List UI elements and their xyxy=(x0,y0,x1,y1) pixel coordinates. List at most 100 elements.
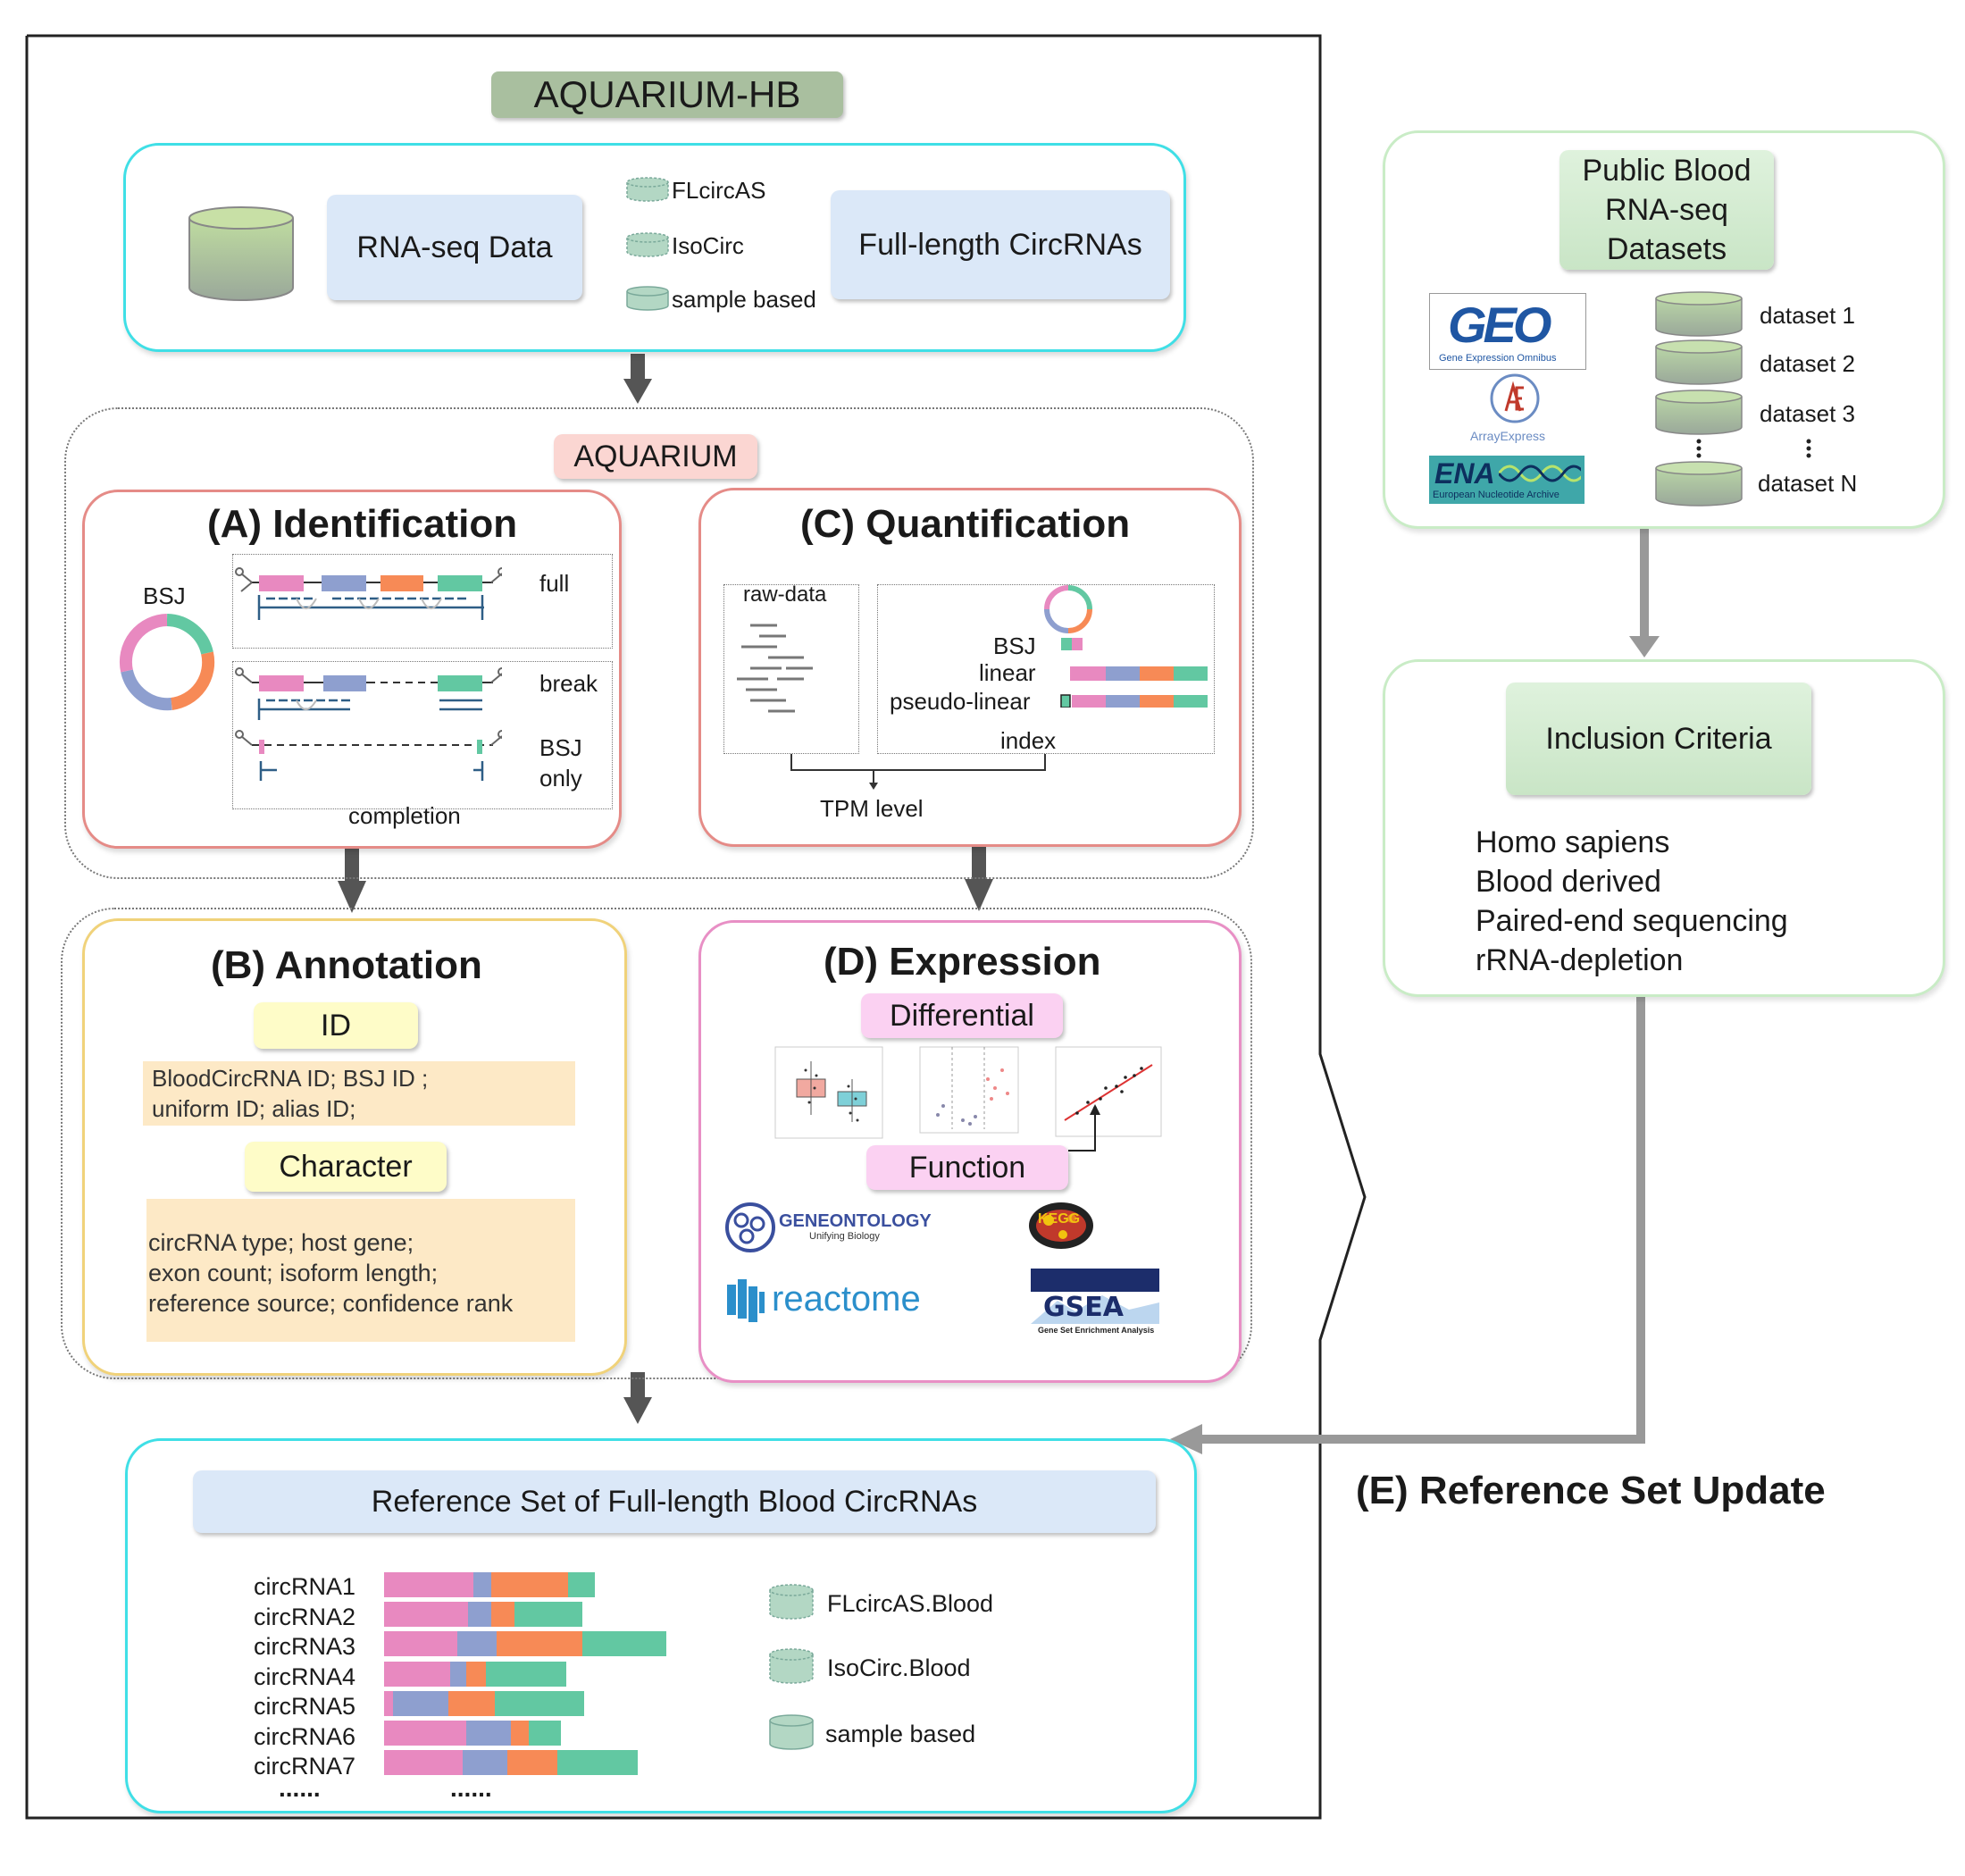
dataset-cylinders-icon xyxy=(1655,291,1743,507)
dataset-ellipsis-icon xyxy=(1806,439,1811,458)
legend-isocirc: IsoCirc xyxy=(672,232,744,259)
public-datasets-title: Public Blood RNA-seq Datasets xyxy=(1559,150,1774,270)
ena-logo-subtitle: European Nucleotide Archive xyxy=(1433,490,1559,500)
criterion-blood-derived: Blood derived xyxy=(1476,865,1661,899)
character-label: Character xyxy=(245,1142,447,1192)
aquarium-label: AQUARIUM xyxy=(554,434,757,479)
ena-logo-text: ENA xyxy=(1434,457,1495,490)
database-icon xyxy=(188,206,294,301)
char-text-1: circRNA type; host gene; xyxy=(148,1229,414,1256)
legend-sample-based: sample based xyxy=(672,286,816,313)
raw-reads-icon xyxy=(737,624,813,713)
public-title-line-3: Datasets xyxy=(1606,232,1727,266)
function-label: Function xyxy=(866,1145,1068,1190)
break-panel xyxy=(232,661,613,809)
differential-plots-icon xyxy=(774,1046,1162,1152)
circrna-name-6: circRNA6 xyxy=(254,1722,356,1750)
bsj-only-label-1: BSJ xyxy=(539,734,582,761)
dataset-2-label: dataset 2 xyxy=(1760,350,1855,377)
circrna-isoform-bars xyxy=(384,1572,666,1775)
circrna-name-4: circRNA4 xyxy=(254,1662,356,1690)
geo-logo-subtitle: Gene Expression Omnibus xyxy=(1439,353,1557,364)
tpm-label: TPM level xyxy=(820,795,924,822)
geneontology-logo-subtitle: Unifying Biology xyxy=(809,1231,880,1242)
criterion-homo-sapiens: Homo sapiens xyxy=(1476,825,1670,859)
reference-set-title: Reference Set of Full-length Blood CircR… xyxy=(193,1470,1156,1533)
arrayexpress-logo-text: ArrayExpress xyxy=(1470,429,1546,443)
circrna-name-2: circRNA2 xyxy=(254,1603,356,1630)
full-length-circrnas-label: Full-length CircRNAs xyxy=(831,190,1170,299)
circrna-ring-icon xyxy=(119,614,215,711)
char-text-3: reference source; confidence rank xyxy=(148,1290,514,1317)
bsj-only-label-2: only xyxy=(539,765,582,791)
id-detail-box xyxy=(143,1061,575,1126)
kegg-logo-icon xyxy=(1029,1202,1093,1249)
input-legend-icons xyxy=(626,177,669,311)
dataset-n-label: dataset N xyxy=(1758,470,1858,497)
aquarium-region xyxy=(64,407,1254,879)
ref-legend-sample-based: sample based xyxy=(825,1721,976,1747)
quant-linear-label: linear xyxy=(979,659,1036,686)
criterion-paired-end: Paired-end sequencing xyxy=(1476,904,1788,938)
identification-title: (A) Identification xyxy=(207,502,518,546)
dataset-3-label: dataset 3 xyxy=(1760,400,1855,427)
circrna-name-ellipsis: ...... xyxy=(279,1774,321,1802)
inclusion-criteria-title: Inclusion Criteria xyxy=(1506,683,1811,795)
annotation-title: (B) Annotation xyxy=(211,943,482,987)
full-label: full xyxy=(539,570,570,597)
raw-data-label: raw-data xyxy=(743,582,827,607)
geneontology-logo-text: GENEONTOLOGY xyxy=(779,1211,932,1231)
full-panel xyxy=(232,554,613,649)
ref-legend-flcircas-blood: FLcircAS.Blood xyxy=(827,1590,994,1617)
quant-bsj-label: BSJ xyxy=(993,632,1036,659)
circrna-small-ring-icon xyxy=(1044,585,1092,633)
quant-index-label: index xyxy=(1000,727,1057,754)
rna-seq-data-label: RNA-seq Data xyxy=(327,195,582,300)
ena-logo: ENA European Nucleotide Archive xyxy=(1429,456,1585,504)
completion-label: completion xyxy=(348,802,461,829)
circrna-name-list: circRNA1 circRNA2 circRNA3 circRNA4 circ… xyxy=(254,1572,355,1782)
quant-index-bars xyxy=(1060,638,1208,708)
reference-set-update-label: (E) Reference Set Update xyxy=(1356,1469,1826,1512)
public-title-line-1: Public Blood xyxy=(1582,154,1752,188)
raw-data-panel xyxy=(723,584,859,754)
kegg-logo-text: KEGG xyxy=(1038,1211,1081,1227)
main-title: AQUARIUM-HB xyxy=(491,71,843,118)
criterion-rrna-depletion: rRNA-depletion xyxy=(1476,943,1684,977)
differential-label: Differential xyxy=(861,993,1063,1038)
expression-title: (D) Expression xyxy=(824,940,1101,984)
circrna-name-1: circRNA1 xyxy=(254,1573,356,1600)
reactome-logo-icon xyxy=(727,1279,765,1322)
legend-flcircas: FLcircAS xyxy=(672,177,766,204)
gsea-logo-text: GSEA xyxy=(1043,1292,1124,1323)
quantification-title: (C) Quantification xyxy=(800,502,1131,546)
character-detail-box xyxy=(146,1199,575,1342)
quant-merge-connector xyxy=(790,754,1046,790)
circrna-name-7: circRNA7 xyxy=(254,1753,356,1780)
dataset-1-label: dataset 1 xyxy=(1760,302,1855,329)
identification-box xyxy=(82,490,622,849)
break-label: break xyxy=(539,670,598,697)
reactome-logo-text: reactome xyxy=(772,1279,921,1319)
ref-legend-isocirc-blood: IsoCirc.Blood xyxy=(827,1654,971,1681)
downstream-region xyxy=(61,908,1252,1379)
char-text-2: exon count; isoform length; xyxy=(148,1260,439,1286)
id-text-2: uniform ID; alias ID; xyxy=(152,1095,356,1122)
gsea-logo: GSEA Gene Set Enrichment Analysis xyxy=(1031,1269,1159,1338)
quant-pseudo-linear-label: pseudo-linear xyxy=(890,688,1031,715)
public-title-line-2: RNA-seq xyxy=(1605,193,1728,227)
geo-logo-text: GEO xyxy=(1448,297,1551,353)
geo-logo: GEO Gene Expression Omnibus xyxy=(1429,293,1586,370)
reference-legend-icons xyxy=(769,1584,814,1750)
arrayexpress-logo: ArrayExpress xyxy=(1470,372,1559,450)
id-text-1: BloodCircRNA ID; BSJ ID ; xyxy=(152,1065,429,1092)
bsj-label: BSJ xyxy=(143,582,186,609)
circrna-name-5: circRNA5 xyxy=(254,1693,356,1720)
circrna-name-3: circRNA3 xyxy=(254,1633,356,1660)
circrna-bar-ellipsis: ...... xyxy=(450,1774,492,1802)
identification-structure-diagrams xyxy=(235,567,502,781)
gsea-logo-subtitle: Gene Set Enrichment Analysis xyxy=(1038,1326,1155,1335)
index-panel xyxy=(877,584,1215,754)
arrayexpress-logo-icon xyxy=(1490,373,1540,423)
